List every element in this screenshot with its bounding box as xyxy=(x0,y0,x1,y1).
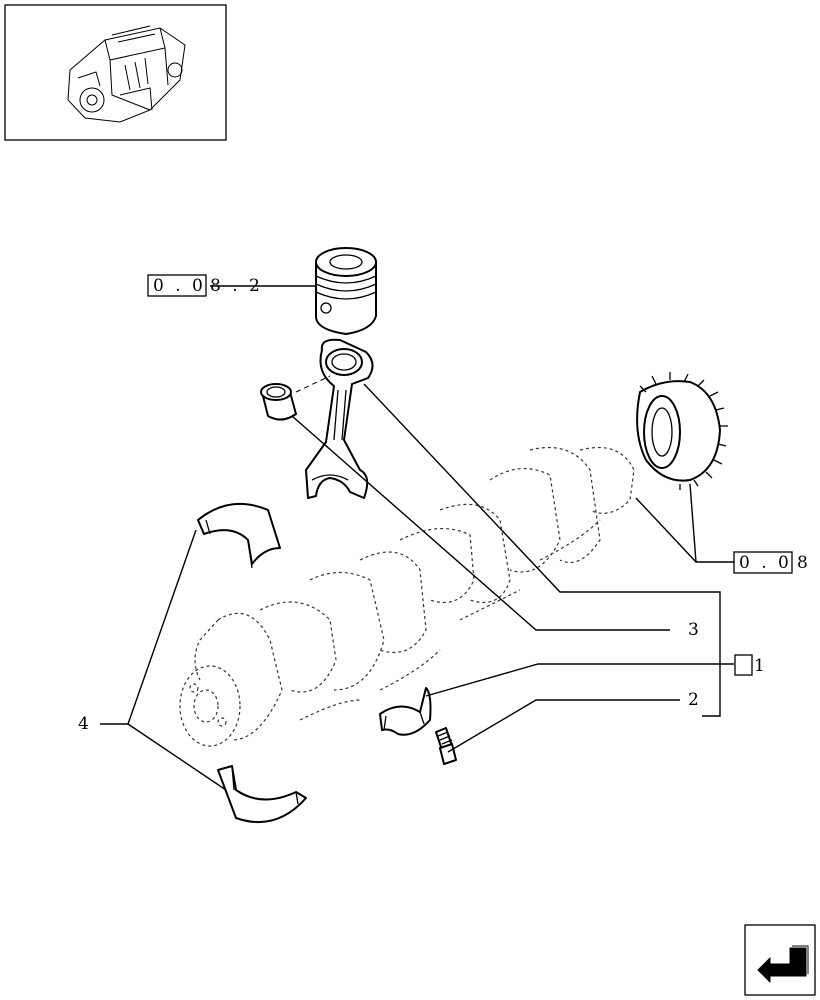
callout-ref-piston-code: 0 . 0 xyxy=(153,276,206,296)
main-bearing-shell-lower xyxy=(217,765,307,824)
callout-ref-piston-suffix: 8 . 2 xyxy=(210,276,263,296)
callout-ref-crank-suffix: 8 xyxy=(797,553,811,573)
callout-item-1[interactable]: 1 xyxy=(734,654,765,676)
connecting-rod xyxy=(305,338,374,499)
callout-ref-piston[interactable]: 0 . 0 8 . 2 xyxy=(147,274,263,297)
main-bearing-shell-upper xyxy=(197,503,281,569)
small-end-bush xyxy=(260,375,331,421)
next-page-arrow-icon[interactable] xyxy=(744,924,816,996)
item-1-label: 1 xyxy=(754,656,765,676)
callout-ref-crank-code: 0 . 0 xyxy=(739,553,792,573)
crankshaft xyxy=(179,446,635,747)
item-2-label[interactable]: 2 xyxy=(688,690,699,710)
item-3-label[interactable]: 3 xyxy=(688,620,699,640)
big-end-bearing-shell xyxy=(379,687,432,736)
connecting-rod-bolt xyxy=(435,727,457,765)
item-4-label[interactable]: 4 xyxy=(78,714,89,734)
timing-gear xyxy=(636,372,728,490)
callout-ref-crank[interactable]: 0 . 0 8 xyxy=(733,551,811,574)
engine-thumbnail-icon[interactable] xyxy=(4,4,227,141)
leader-lines xyxy=(100,285,734,791)
piston xyxy=(315,247,377,335)
